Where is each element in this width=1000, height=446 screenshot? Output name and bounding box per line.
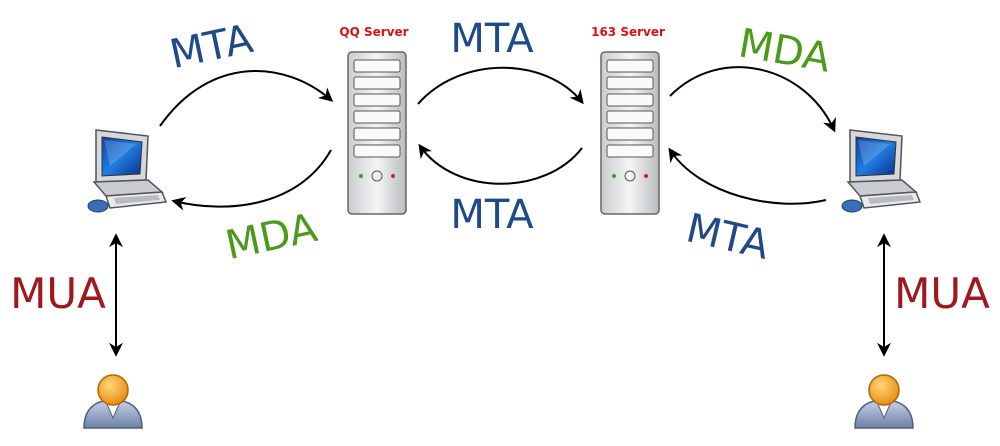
label-mta-left-top: MTA <box>166 16 258 78</box>
label-mua-left: MUA <box>10 269 106 318</box>
qq-server-title: QQ Server <box>339 25 408 39</box>
receiver-computer-icon <box>841 129 921 213</box>
arrow-receiver-to-163 <box>668 147 827 205</box>
label-mta-center-bottom: MTA <box>450 192 534 238</box>
arrow-163-to-receiver <box>669 66 836 133</box>
163-server-title: 163 Server <box>591 25 665 39</box>
qq-server-icon <box>347 51 407 215</box>
sender-user-icon <box>83 374 143 429</box>
163-server-icon <box>600 51 660 215</box>
label-mda-left-bottom: MDA <box>222 205 322 269</box>
receiver-user-icon <box>854 374 914 429</box>
label-mda-right-top: MDA <box>735 20 834 81</box>
sender-computer-icon <box>87 129 167 213</box>
label-mta-right-bottom: MTA <box>682 205 774 269</box>
arrow-163-to-qq <box>418 143 583 185</box>
arrow-computer-to-qq <box>159 70 334 127</box>
label-mua-right: MUA <box>894 269 990 318</box>
label-mta-center-top: MTA <box>450 16 534 62</box>
arrow-qq-to-163 <box>417 66 584 105</box>
arrow-qq-to-computer <box>171 149 332 211</box>
